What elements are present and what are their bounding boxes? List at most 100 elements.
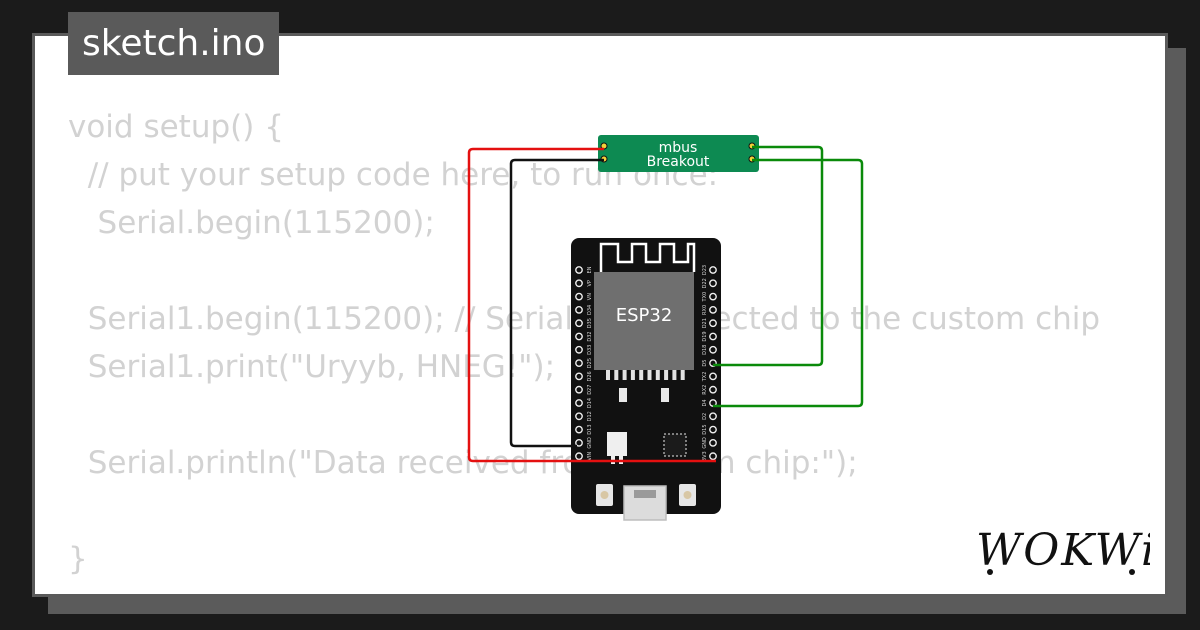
boot-button[interactable] bbox=[679, 484, 696, 506]
header-pin[interactable] bbox=[575, 319, 583, 328]
breakout-label-line2: Breakout bbox=[647, 154, 710, 170]
breakout-pcb bbox=[598, 135, 759, 172]
header-pin[interactable] bbox=[709, 319, 717, 328]
pad bbox=[661, 388, 669, 402]
header-pin[interactable] bbox=[575, 385, 583, 394]
pin-label: D12 bbox=[587, 411, 593, 421]
module-pin bbox=[664, 370, 669, 380]
header-pin[interactable] bbox=[575, 438, 583, 447]
header-pin[interactable] bbox=[709, 452, 717, 461]
pin-label: D32 bbox=[587, 331, 593, 341]
pin-label: TX2 bbox=[702, 372, 708, 383]
module-pin bbox=[680, 370, 685, 380]
pin-label: D25 bbox=[587, 358, 593, 368]
right-pin-labels: D23D22TX0RX0D21D19D18D5TX2RX2D4D2D15GND3… bbox=[702, 265, 708, 461]
pad bbox=[619, 388, 627, 402]
wokwi-logo: WOKWi bbox=[976, 525, 1150, 576]
header-pin[interactable] bbox=[575, 345, 583, 354]
header-pin[interactable] bbox=[575, 452, 583, 461]
pin-label: D27 bbox=[587, 385, 593, 395]
pin-label: EN bbox=[587, 266, 593, 273]
header-pin[interactable] bbox=[575, 412, 583, 421]
header-pin[interactable] bbox=[709, 438, 717, 447]
pin-label: D13 bbox=[587, 424, 593, 434]
header-pin[interactable] bbox=[709, 266, 717, 274]
pin-label: D5 bbox=[702, 360, 708, 367]
header-pin[interactable] bbox=[575, 305, 583, 314]
module-pin bbox=[622, 370, 627, 380]
logo-dot bbox=[987, 569, 993, 575]
left-header-pins bbox=[575, 266, 583, 461]
header-pin[interactable] bbox=[709, 279, 717, 288]
header-pin[interactable] bbox=[575, 266, 583, 274]
header-pin[interactable] bbox=[709, 412, 717, 421]
header-pin[interactable] bbox=[575, 399, 583, 407]
pin-label: VN bbox=[587, 293, 593, 300]
header-pin[interactable] bbox=[575, 292, 583, 301]
header-pin[interactable] bbox=[575, 425, 583, 434]
pin-label: GND bbox=[702, 437, 708, 449]
header-pin[interactable] bbox=[709, 385, 717, 394]
right-header-pins bbox=[709, 266, 717, 461]
pin-label: D21 bbox=[702, 318, 708, 328]
pin-label: VIN bbox=[587, 452, 593, 461]
module-pin bbox=[647, 370, 652, 380]
pin-label: D14 bbox=[587, 398, 593, 408]
header-pin[interactable] bbox=[575, 359, 583, 367]
header-pin[interactable] bbox=[709, 332, 717, 341]
pin-label: TX0 bbox=[702, 292, 708, 303]
en-button[interactable] bbox=[596, 484, 613, 506]
tx-signal-wire[interactable] bbox=[713, 145, 824, 367]
logo-dot bbox=[1129, 569, 1135, 575]
esp32-module bbox=[594, 272, 694, 370]
pin-label: D23 bbox=[702, 265, 708, 275]
pin-label: D35 bbox=[587, 318, 593, 328]
header-pin[interactable] bbox=[709, 305, 717, 314]
antenna-trace bbox=[599, 242, 696, 272]
file-name-tab[interactable]: sketch.ino bbox=[68, 12, 280, 75]
pin-label: GND bbox=[587, 437, 593, 449]
pin-label: D26 bbox=[587, 371, 593, 381]
ground-wire[interactable] bbox=[509, 158, 604, 448]
module-pin bbox=[639, 370, 644, 380]
header-pin[interactable] bbox=[709, 425, 717, 434]
module-pin bbox=[606, 370, 610, 380]
voltage-regulator bbox=[607, 432, 627, 456]
usb-opening bbox=[634, 490, 656, 498]
header-pin[interactable] bbox=[709, 345, 717, 354]
code-editor[interactable]: void setup() { // put your setup code he… bbox=[68, 103, 1100, 583]
pin-label: D34 bbox=[587, 305, 593, 315]
esp32-board[interactable]: ESP32 ENVPVND34D35D32D33D25D26D27D14D12D… bbox=[571, 238, 721, 521]
pin-label: D15 bbox=[702, 424, 708, 434]
code-line: Serial.begin(115200); bbox=[68, 205, 435, 241]
rx-signal-wire[interactable] bbox=[713, 158, 864, 408]
header-pin[interactable] bbox=[709, 372, 717, 381]
header-pin[interactable] bbox=[575, 372, 583, 381]
pin-label: D22 bbox=[702, 278, 708, 288]
pin-label: D18 bbox=[702, 345, 708, 355]
wokwi-logo-text: WOKWi bbox=[976, 525, 1150, 576]
pin-label: RX2 bbox=[702, 385, 708, 395]
pin-label: D33 bbox=[587, 345, 593, 355]
esp32-chip-label: ESP32 bbox=[616, 305, 673, 326]
module-pins bbox=[606, 370, 685, 380]
pin-label: D19 bbox=[702, 331, 708, 341]
module-pin bbox=[655, 370, 660, 380]
pin-label: VP bbox=[587, 280, 593, 286]
header-pin[interactable] bbox=[575, 279, 583, 288]
code-line: Serial1.print("Uryyb, HNEG!"); bbox=[68, 349, 556, 385]
module-pin bbox=[614, 370, 619, 380]
code-line: void setup() { bbox=[68, 109, 284, 145]
mbus-breakout[interactable]: mbus Breakout bbox=[598, 135, 759, 172]
power-wire[interactable] bbox=[467, 147, 716, 463]
module-pin bbox=[630, 370, 635, 380]
module-pin bbox=[672, 370, 677, 380]
pin-label: 3V3 bbox=[702, 451, 708, 461]
header-pin[interactable] bbox=[575, 332, 583, 341]
header-pin[interactable] bbox=[709, 292, 717, 301]
usb-uart-chip bbox=[663, 433, 687, 457]
pin-label: D2 bbox=[702, 413, 708, 420]
breakout-label-line1: mbus bbox=[659, 140, 698, 156]
